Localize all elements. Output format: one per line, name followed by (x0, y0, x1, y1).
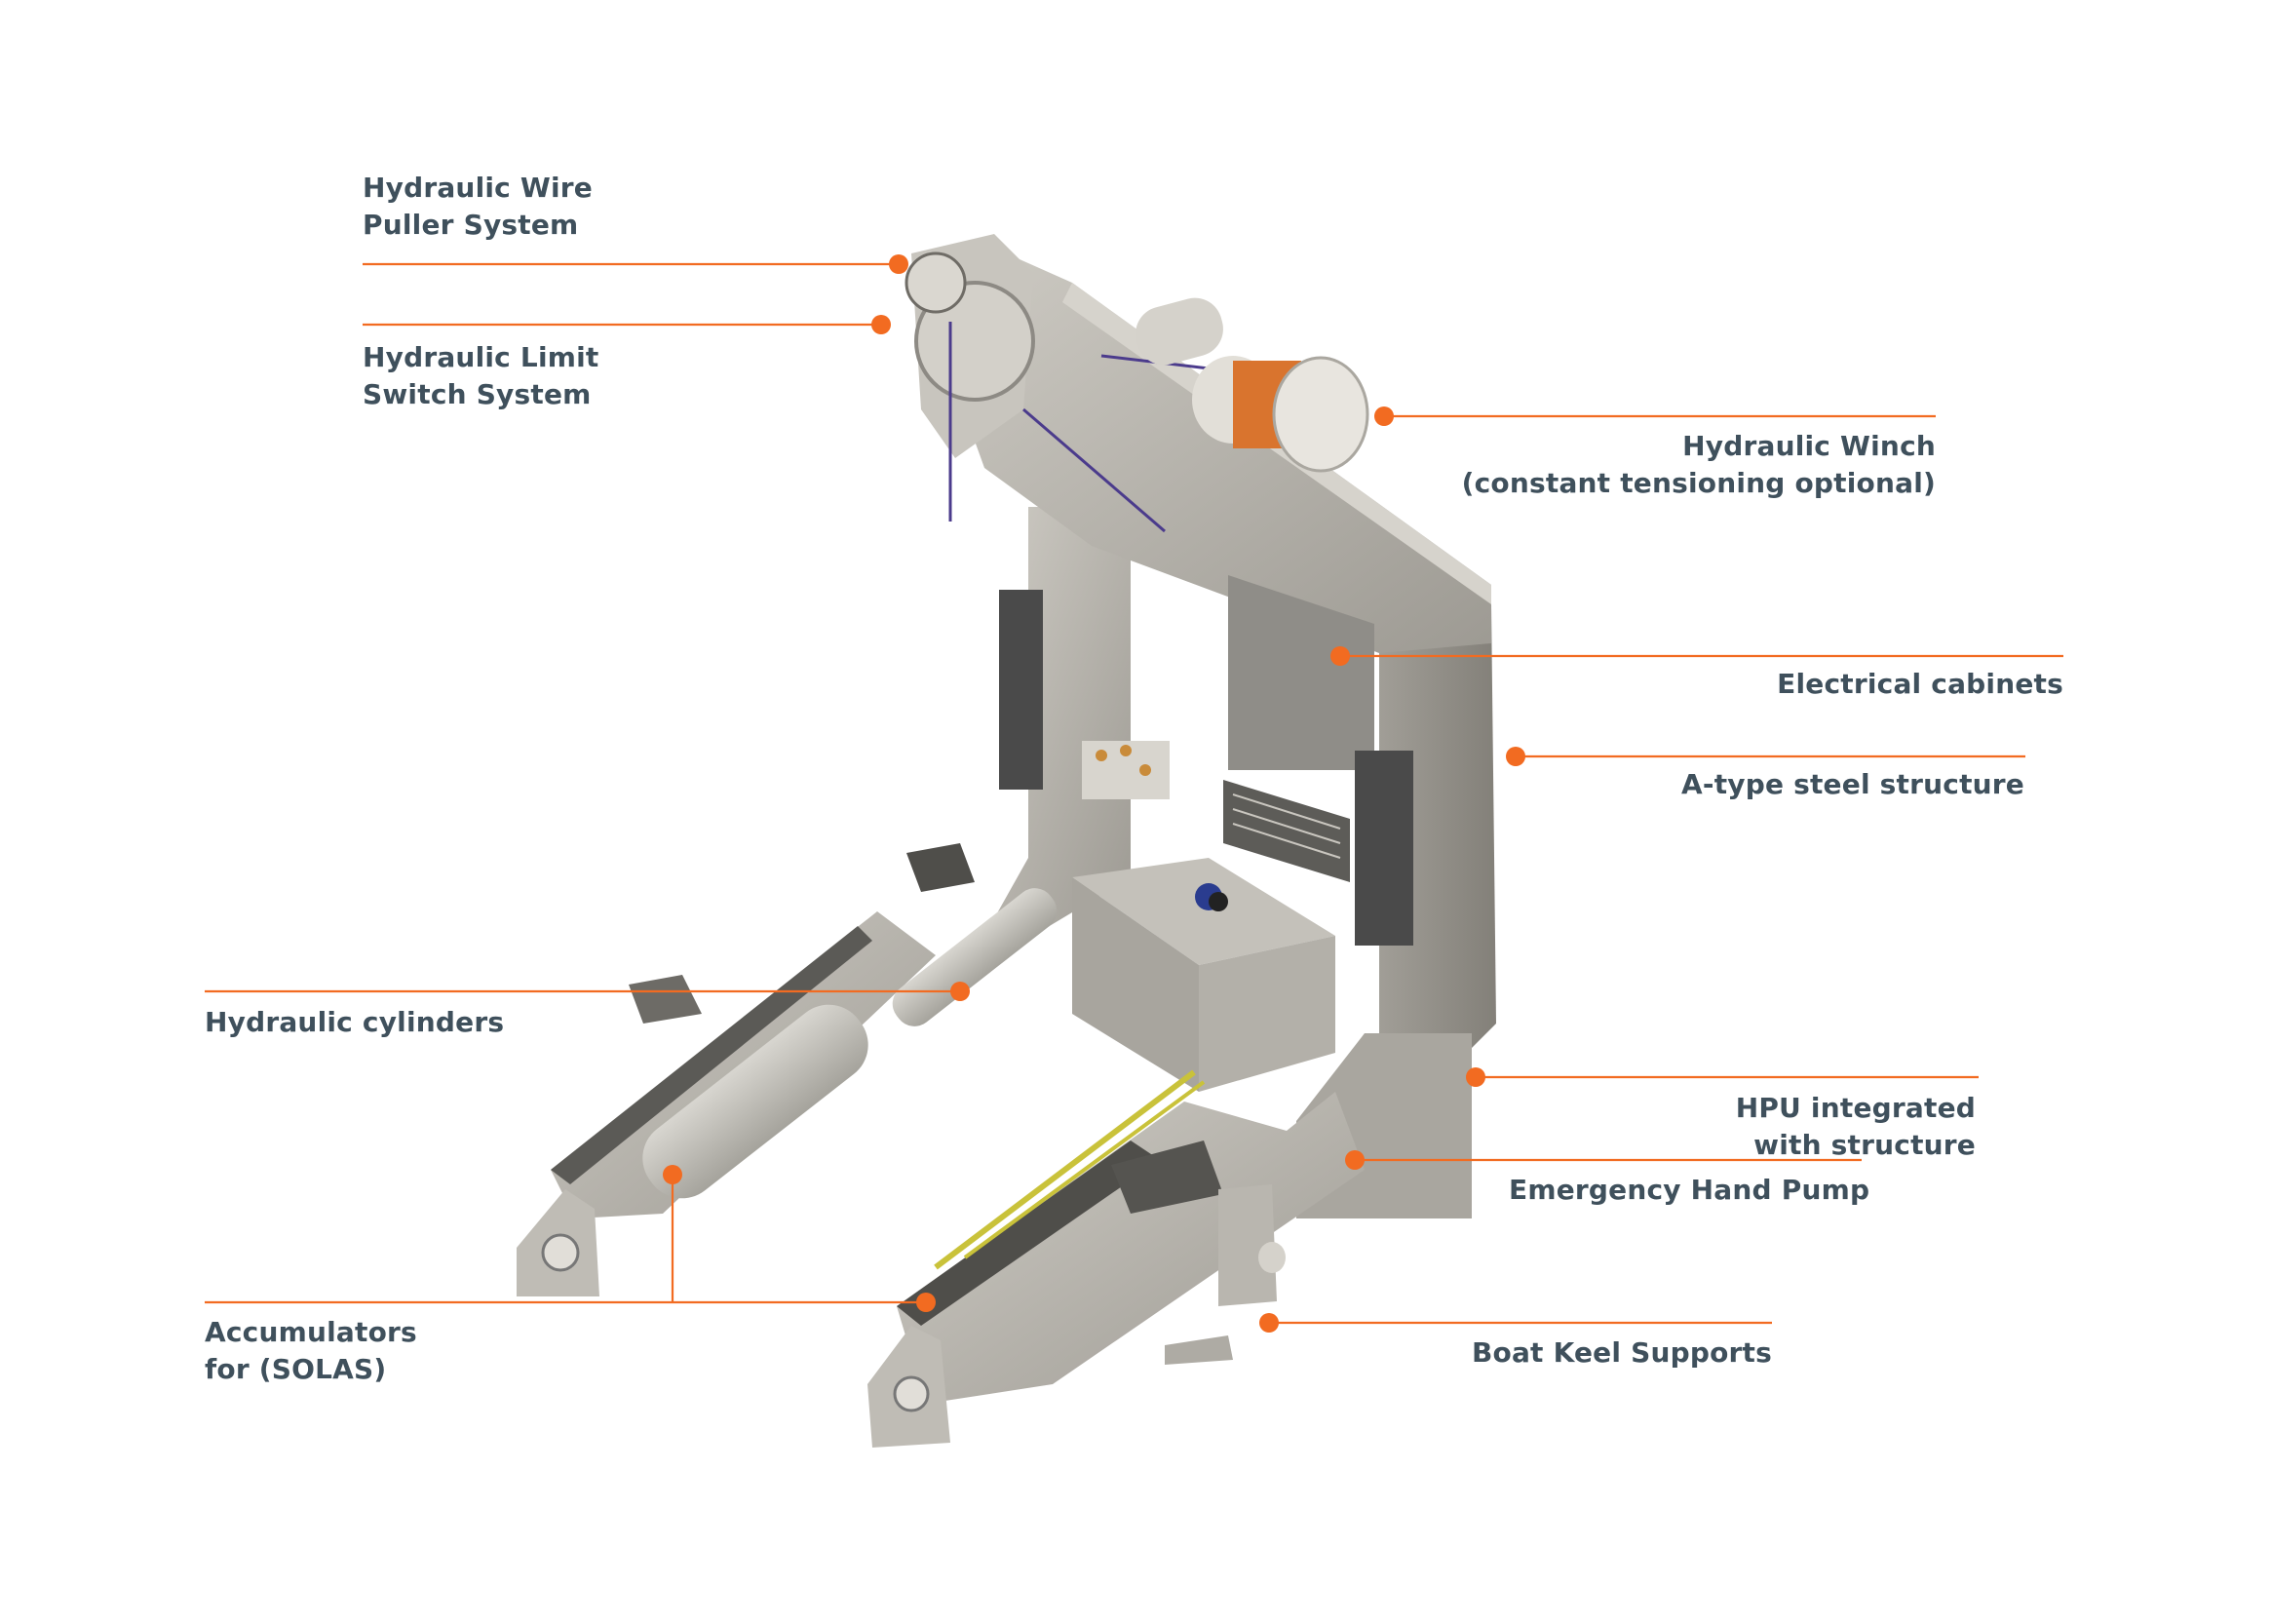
label-line: Electrical cabinets (1777, 668, 2063, 700)
label-line: Hydraulic Winch (1682, 430, 1936, 462)
label-line: Puller System (363, 209, 579, 241)
label-winch: Hydraulic Winch (constant tensioning opt… (1462, 428, 1936, 502)
label-electrical: Electrical cabinets (1777, 666, 2063, 703)
label-limit-switch: Hydraulic Limit Switch System (363, 339, 599, 413)
label-steel-structure: A-type steel structure (1681, 766, 2024, 803)
label-cylinders: Hydraulic cylinders (205, 1004, 504, 1041)
electrical-cabinet (999, 575, 1413, 946)
winch-drum (1136, 297, 1369, 473)
label-line: Emergency Hand Pump (1509, 1174, 1870, 1206)
label-keel: Boat Keel Supports (1472, 1334, 1772, 1372)
label-line: Boat Keel Supports (1471, 1336, 1772, 1369)
label-accumulators: Accumulators for (SOLAS) (205, 1314, 417, 1388)
label-line: Hydraulic Wire (363, 172, 593, 204)
label-line: HPU integrated (1735, 1092, 1976, 1124)
label-line: with structure (1753, 1129, 1976, 1161)
right-launch-arm (867, 1069, 1365, 1448)
label-line: for (SOLAS) (205, 1353, 387, 1385)
label-line: Accumulators (205, 1316, 417, 1348)
label-line: Hydraulic cylinders (205, 1006, 505, 1038)
label-line: Hydraulic Limit (363, 341, 599, 373)
cable-tray (1223, 780, 1350, 882)
label-line: (constant tensioning optional) (1461, 467, 1936, 499)
label-hpu: HPU integrated with structure (1736, 1090, 1976, 1164)
label-line: A-type steel structure (1681, 768, 2024, 800)
label-hand-pump: Emergency Hand Pump (1509, 1172, 1869, 1209)
label-wire-puller: Hydraulic Wire Puller System (363, 170, 593, 244)
label-line: Switch System (363, 378, 592, 410)
